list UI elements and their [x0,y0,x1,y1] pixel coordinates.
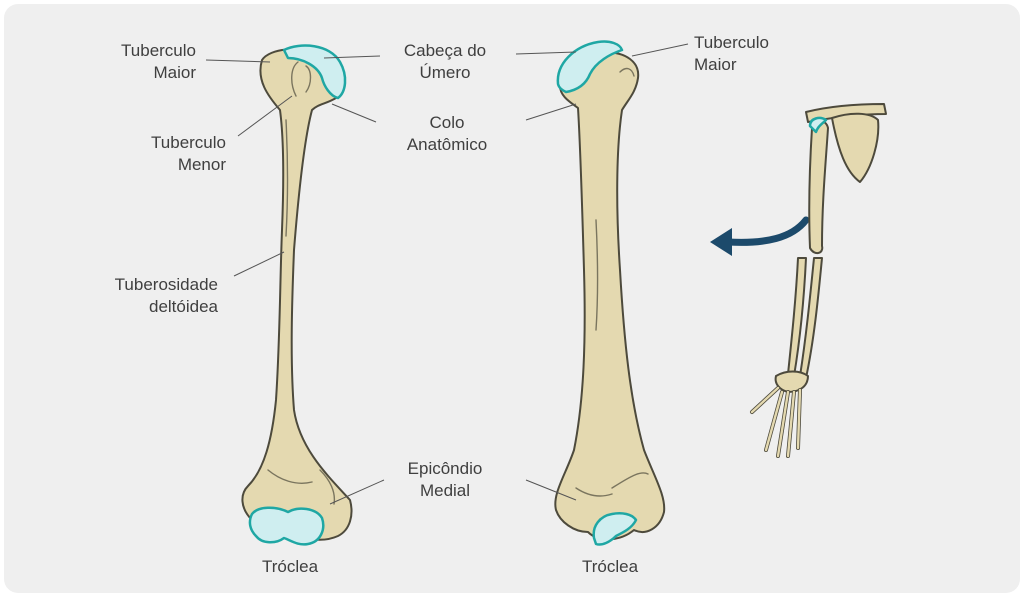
arm-skeleton-icon [750,103,887,458]
label-right-tuberculo-maior: Tuberculo Maior [694,32,804,76]
label-epicondilo-medial: Epicôndio Medial [390,458,500,502]
background-panel [4,4,1020,593]
leader-epicondilo-right [525,479,577,501]
label-line: Medial [419,481,471,500]
leader-lines [205,43,689,505]
label-line: Anatômico [406,135,488,154]
label-left-tuberculo-maior: Tuberculo Maior [92,40,196,84]
leader-tuberosidade [233,251,285,277]
label-cabeca-do-umero: Cabeça do Úmero [382,40,508,84]
label-line: Maior [153,63,196,82]
label-colo-anatomico: Colo Anatômico [386,112,508,156]
label-line: Menor [177,155,226,174]
leader-epicondilo-left [329,479,385,505]
humerus-anterior-trochlea-cartilage [248,506,325,546]
curved-arrow-left-icon [710,216,810,256]
label-line: Tuberculo [121,41,196,60]
label-line: Epicôndio [407,459,483,478]
label-line: Cabeça do [403,41,487,60]
humerus-anterior [241,44,353,546]
leader-left-tuberculo-maior [205,59,271,63]
humerus-posterior-head-cartilage [556,40,624,94]
leader-colo-left [331,103,377,123]
humerus-posterior-trochlea-cartilage [592,512,638,546]
humerus-anterior-bone [241,48,353,541]
label-line: deltóidea [148,297,218,316]
humerus-posterior-bone [554,51,666,541]
label-line: Tuberculo [694,33,769,52]
humerus-posterior-detail [575,67,649,497]
label-line: Úmero [419,63,471,82]
label-line: Tuberculo [151,133,226,152]
humerus-anterior-head-cartilage [282,44,347,100]
humerus-anterior-detail [267,61,336,505]
humerus-posterior [554,40,666,546]
leader-cabeca-right [515,51,577,55]
leader-cabeca-left [323,55,381,59]
label-tuberosidade-deltoidea: Tuberosidade deltóidea [84,274,218,318]
label-line: Tuberosidade [114,275,218,294]
label-left-troclea: Tróclea [261,557,319,576]
leader-colo-right [525,103,577,121]
label-right-troclea: Tróclea [581,557,639,576]
label-line: Maior [694,55,737,74]
leader-right-tuberculo-maior [631,43,689,57]
label-line: Colo [429,113,465,132]
leader-tuberculo-menor [237,95,293,137]
label-tuberculo-menor: Tuberculo Menor [120,132,226,176]
